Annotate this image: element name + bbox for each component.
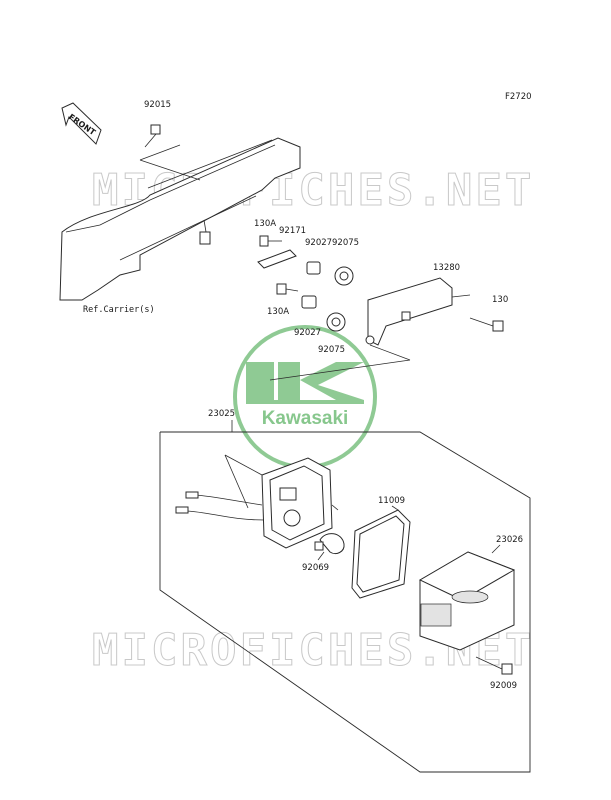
part-11009-gasket — [351, 505, 411, 599]
part-13280-bracket — [365, 277, 471, 346]
label-130a-bottom: 130A — [267, 307, 289, 317]
part-92171-plate — [257, 249, 297, 269]
carrier-reference — [59, 137, 301, 301]
part-130a-top-bolt — [259, 235, 282, 247]
label-13280: 13280 — [433, 263, 460, 273]
leader-lines-upper — [139, 144, 411, 381]
part-92009-screw — [475, 656, 513, 675]
label-23026: 23026 — [496, 535, 523, 545]
part-130a-bottom-bolt — [276, 283, 299, 295]
label-130: 130 — [492, 295, 508, 305]
label-92015: 92015 — [144, 100, 171, 110]
part-92027-bottom — [301, 295, 317, 309]
label-92075-bottom: 92075 — [318, 345, 345, 355]
part-130-bolt — [469, 317, 504, 332]
kawasaki-logo-text: Kawasaki — [262, 408, 349, 429]
label-92075-top: 92075 — [332, 238, 359, 248]
label-11009: 11009 — [378, 496, 405, 506]
label-130a-top: 130A — [254, 219, 276, 229]
part-92027-top — [306, 261, 321, 275]
figure-code: F2720 — [505, 92, 532, 102]
part-23026-lens — [418, 544, 516, 651]
assembly-box-23025 — [159, 420, 531, 773]
part-92015-nut — [144, 124, 161, 148]
kawasaki-logo: Kawasaki — [233, 325, 377, 469]
part-92075-bottom — [326, 312, 346, 332]
part-92069-bulb — [314, 533, 345, 561]
ref-carrier-label: Ref.Carrier(s) — [83, 305, 155, 315]
label-92027-top: 92027 — [305, 238, 332, 248]
label-23025: 23025 — [208, 409, 235, 419]
part-92075-top — [334, 266, 354, 286]
label-92069: 92069 — [302, 563, 329, 573]
label-92171: 92171 — [279, 226, 306, 236]
lamp-housing — [175, 454, 339, 549]
label-92009: 92009 — [490, 681, 517, 691]
front-arrow-icon: FRONT — [61, 102, 102, 145]
label-92027-bottom: 92027 — [294, 328, 321, 338]
